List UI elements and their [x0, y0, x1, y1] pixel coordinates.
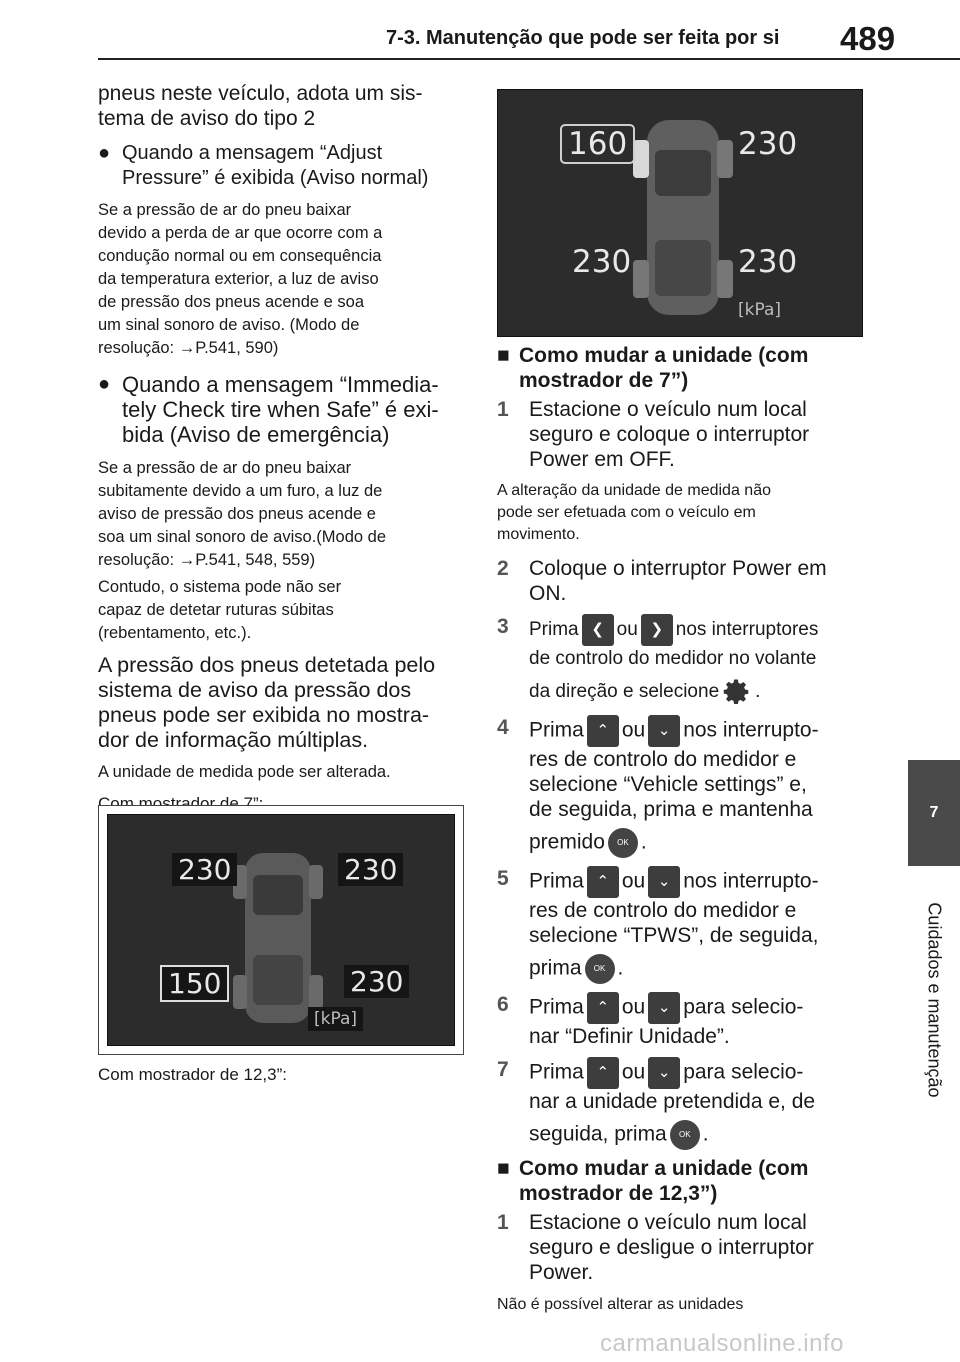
car-top-view-icon: [633, 120, 733, 315]
note-text: Contudo, o sistema pode não ser capaz de…: [98, 578, 342, 642]
chevron-down-icon: ⌄: [648, 866, 681, 898]
heading-change-unit-7: ■ Como mudar a unidade (com mostrador de…: [497, 344, 809, 392]
car-top-view-icon: [233, 853, 323, 1023]
display-7-screen: 230 230 150 230 [kPa]: [107, 814, 455, 1046]
step-5: 5 Prima⌃ou⌄nos interrupto- res de contro…: [497, 866, 869, 984]
step-1-12: 1 Estacione o veículo num local seguro e…: [497, 1211, 814, 1284]
bullet2-description: Se a pressão de ar do pneu baixar subita…: [98, 459, 386, 569]
tire-rear-left-12: 230: [572, 244, 632, 280]
tire-front-right-7: 230: [338, 853, 404, 886]
header-rule: [98, 58, 960, 60]
chapter-title: Cuidados e manutenção: [924, 902, 945, 1098]
display-7-frame: 230 230 150 230 [kPa]: [98, 805, 464, 1055]
chevron-up-icon: ⌃: [586, 1057, 619, 1089]
step-4: 4 Prima⌃ou⌄nos interrupto- res de contro…: [497, 715, 869, 858]
page-number: 489: [840, 20, 896, 57]
chevron-down-icon: ⌄: [648, 715, 681, 747]
left-column: pneus neste veículo, adota um sis- tema …: [98, 81, 468, 815]
square-bullet-icon: ■: [497, 1157, 510, 1180]
bullet-immediately-check: ● Quando a mensagem “Immedia- tely Check…: [98, 372, 439, 447]
pressure-paragraph: A pressão dos pneus detetada pelo sistem…: [98, 653, 436, 752]
intro-text: pneus neste veículo, adota um sis- tema …: [98, 82, 423, 130]
section-title: 7-3. Manutenção que pode ser feita por s…: [386, 27, 780, 49]
step-1: 1 Estacione o veículo num local seguro e…: [497, 398, 810, 471]
tire-front-left-7: 230: [172, 853, 238, 886]
gear-icon: [723, 679, 749, 704]
tire-rear-right-12: 230: [738, 244, 798, 280]
step-6: 6 Prima⌃ou⌄para selecio- nar “Definir Un…: [497, 992, 804, 1048]
chevron-up-icon: ⌃: [586, 715, 619, 747]
step1-note: A alteração da unidade de medida não pod…: [497, 482, 771, 543]
unit-label-7: [kPa]: [308, 1007, 364, 1031]
step-2: 2 Coloque o interruptor Power em ON.: [497, 557, 827, 605]
heading-change-unit-12: ■ Como mudar a unidade (com mostrador de…: [497, 1157, 809, 1205]
unit-label-12: [kPa]: [738, 300, 782, 320]
unit-note: A unidade de medida pode ser alterada.: [98, 763, 391, 781]
ok-button-icon: OK: [584, 954, 615, 984]
chevron-up-icon: ⌃: [586, 866, 619, 898]
display-12-screen: 160 230 230 230 [kPa]: [497, 89, 863, 337]
chapter-tab: 7: [908, 760, 960, 866]
tire-front-left-12: 160: [560, 124, 636, 164]
bullet1-description: Se a pressão de ar do pneu baixar devido…: [98, 201, 383, 357]
bullet-adjust-pressure: ● Quando a mensagem “Adjust Pressure” é …: [98, 142, 429, 189]
step-3: 3 Prima❮ou❯nos interruptores de controlo…: [497, 614, 869, 707]
chevron-left-icon: ❮: [581, 614, 614, 646]
ok-button-icon: OK: [669, 1120, 700, 1150]
square-bullet-icon: ■: [497, 344, 510, 367]
final-note: Não é possível alterar as unidades: [497, 1296, 744, 1313]
ok-button-icon: OK: [607, 828, 638, 858]
caption-12-inch: Com mostrador de 12,3”:: [98, 1065, 287, 1084]
tire-rear-left-7: 150: [160, 965, 230, 1002]
bullet-icon: ●: [98, 142, 111, 164]
step-7: 7 Prima⌃ou⌄para selecio- nar a unidade p…: [497, 1057, 869, 1150]
right-column: ■ Como mudar a unidade (com mostrador de…: [497, 343, 869, 1316]
chevron-down-icon: ⌄: [648, 1057, 681, 1089]
watermark: carmanualsonline.info: [600, 1330, 844, 1357]
bullet-icon: ●: [98, 373, 111, 395]
tire-rear-right-7: 230: [344, 965, 410, 998]
chevron-down-icon: ⌄: [648, 992, 681, 1024]
chevron-up-icon: ⌃: [586, 992, 619, 1024]
chevron-right-icon: ❯: [640, 614, 673, 646]
tire-front-right-12: 230: [738, 126, 798, 162]
